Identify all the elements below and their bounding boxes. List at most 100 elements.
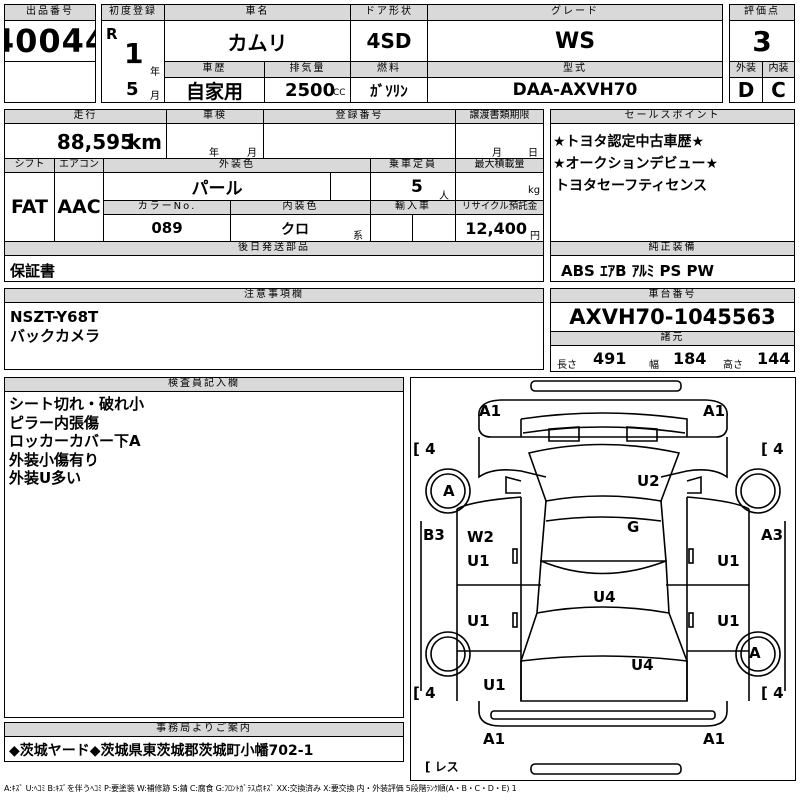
damage-code-wheel-rr: A [749,644,761,662]
spec-cell: 長さ 491 幅 184 高さ 144 [550,345,795,372]
height: 144 [757,349,791,368]
notes-label: 注意事項欄 [4,288,544,303]
office-notice-cell: ◆茨城ヤード◆茨城県東茨城郡茨城町小幡702-1 [4,736,404,762]
chassis-number-label: 車台番号 [550,288,795,303]
exterior-color-label: 外装色 [103,158,371,173]
width: 184 [673,349,707,368]
notes-box: NSZT-Y68T バックカメラ [4,302,544,370]
inspector-note: 外装U多い [9,469,82,487]
chassis-number: AXVH70-1045563 [550,302,795,332]
transfer-month-unit: 月 [492,148,502,159]
inspector-note: ピラー内張傷 [9,413,100,432]
inspector-notes-label: 検査員記入欄 [4,377,404,392]
model-label: 型式 [427,61,723,78]
door-type-label: ドア形状 [350,4,428,21]
grade: WS [427,20,723,62]
width-label: 幅 [649,360,659,371]
damage-code-u4-roof: U4 [593,588,616,606]
damage-code-a1-front-left: A1 [479,402,502,420]
damage-code-u1-rear-quarter: U1 [483,676,506,694]
interior-color-label: 内装色 [230,200,371,215]
damage-code-u1-left-front: U1 [467,552,490,570]
office-notice-label: 事務局よりご案内 [4,722,404,737]
deferred-parts-label: 後日発送部品 [4,241,544,256]
era: R [106,25,118,43]
mileage-cell: 88,595 km [4,123,167,159]
registration-month: 5 [126,79,139,100]
transfer-docs-cell: 月 日 [455,123,544,159]
equipment-cell: ABS ｴｱB ｱﾙﾐ PS PW [550,255,795,282]
damage-diagram: A1 A1 [ 4 [ 4 A U2 G B3 A3 W2 U1 U1 U4 U… [410,377,796,781]
spare-tire-note: [ レス [425,760,459,774]
max-load-cell: kg [455,172,544,201]
damage-code-a1-rear-right: A1 [703,730,726,748]
grade-label: グレード [427,4,723,21]
tire-value: 4 [773,684,784,702]
damage-code-u4-trunk: U4 [631,656,654,674]
shift-label: シフト [4,158,55,173]
tire-value: 4 [773,440,784,458]
displacement: 2500 [285,80,336,101]
mileage-label: 走行 [4,109,167,124]
lot-blank [4,61,96,103]
damage-code-u1-right-rear: U1 [717,612,740,630]
year-unit: 年 [150,67,160,78]
max-load-unit: kg [528,185,541,196]
inspection-month-unit: 月 [247,148,257,159]
length-label: 長さ [557,360,577,371]
wheel-front-left [425,468,471,514]
color-number-label: カラーNo. [103,200,231,215]
equipment: ABS ｴｱB ｱﾙﾐ PS PW [561,262,715,280]
transfer-docs-label: 譲渡書類期限 [455,109,544,124]
fuel: ｶﾞｿﾘﾝ [350,77,428,103]
interior-score-label: 内装 [762,61,795,78]
tire-tread-front-right: [ 4 [761,440,784,458]
tire-tread-front-left: [ 4 [413,440,436,458]
first-registration-label: 初度登録 [101,4,165,21]
mileage: 88,595 [56,130,134,154]
height-label: 高さ [723,360,743,371]
score-label: 評価点 [729,4,795,21]
exterior-score: D [729,77,763,103]
capacity-cell: 5 人 [370,172,456,202]
registration-year: 1 [124,37,144,70]
inspection-cell: 年 月 [166,123,264,159]
transfer-day-unit: 日 [528,148,538,159]
damage-code-wheel-fl: A [443,482,455,500]
tire-value: 4 [425,440,436,458]
damage-code-u1-right-front: U1 [717,552,740,570]
recycle-cell: 12,400 円 [455,214,544,242]
damage-code-u1-left-rear: U1 [467,612,490,630]
inspector-note: ロッカーカバー下A [9,432,141,450]
inspection-year-unit: 年 [209,148,219,159]
plate-value [263,123,456,159]
displacement-label: 排気量 [264,61,351,78]
history-label: 車歴 [164,61,265,78]
damage-code-g: G [627,518,640,536]
deferred-parts: 保証書 [10,262,56,280]
import-cell [370,214,456,242]
interior-color: クロ [281,222,309,238]
deferred-parts-cell: 保証書 [4,255,544,282]
sales-point-line: トヨタセーフティセンス [555,178,708,194]
recycle-unit: 円 [530,231,540,242]
legend: A:ｷｽﾞ U:ﾍｺﾐ B:ｷｽﾞを伴うﾍｺﾐ P:要塗装 W:補修跡 S:錆 … [4,784,517,793]
exterior-score-label: 外装 [729,61,763,78]
damage-code-a1-rear-left: A1 [483,730,506,748]
office-notice: ◆茨城ヤード◆茨城県東茨城郡茨城町小幡702-1 [9,743,314,759]
recycle-fee: 12,400 [465,219,527,238]
interior-score: C [762,77,795,103]
lot-number-label: 出品番号 [4,4,96,21]
sales-point-line: ★オークションデビュー★ [553,156,719,172]
capacity-label: 乗車定員 [370,158,456,173]
wheel-rear-left [425,631,471,677]
damage-code-w2: W2 [467,528,494,546]
import-label: 輸入車 [370,200,456,215]
spec-label: 諸元 [550,331,795,346]
mileage-unit: km [127,130,162,154]
wheel-rear-right [735,631,781,677]
max-load-label: 最大積載量 [455,158,544,173]
sales-point-line: ★トヨタ認定中古車歴★ [553,134,705,150]
equipment-label: 純正装備 [550,241,795,256]
tire-tread-rear-left: [ 4 [413,684,436,702]
